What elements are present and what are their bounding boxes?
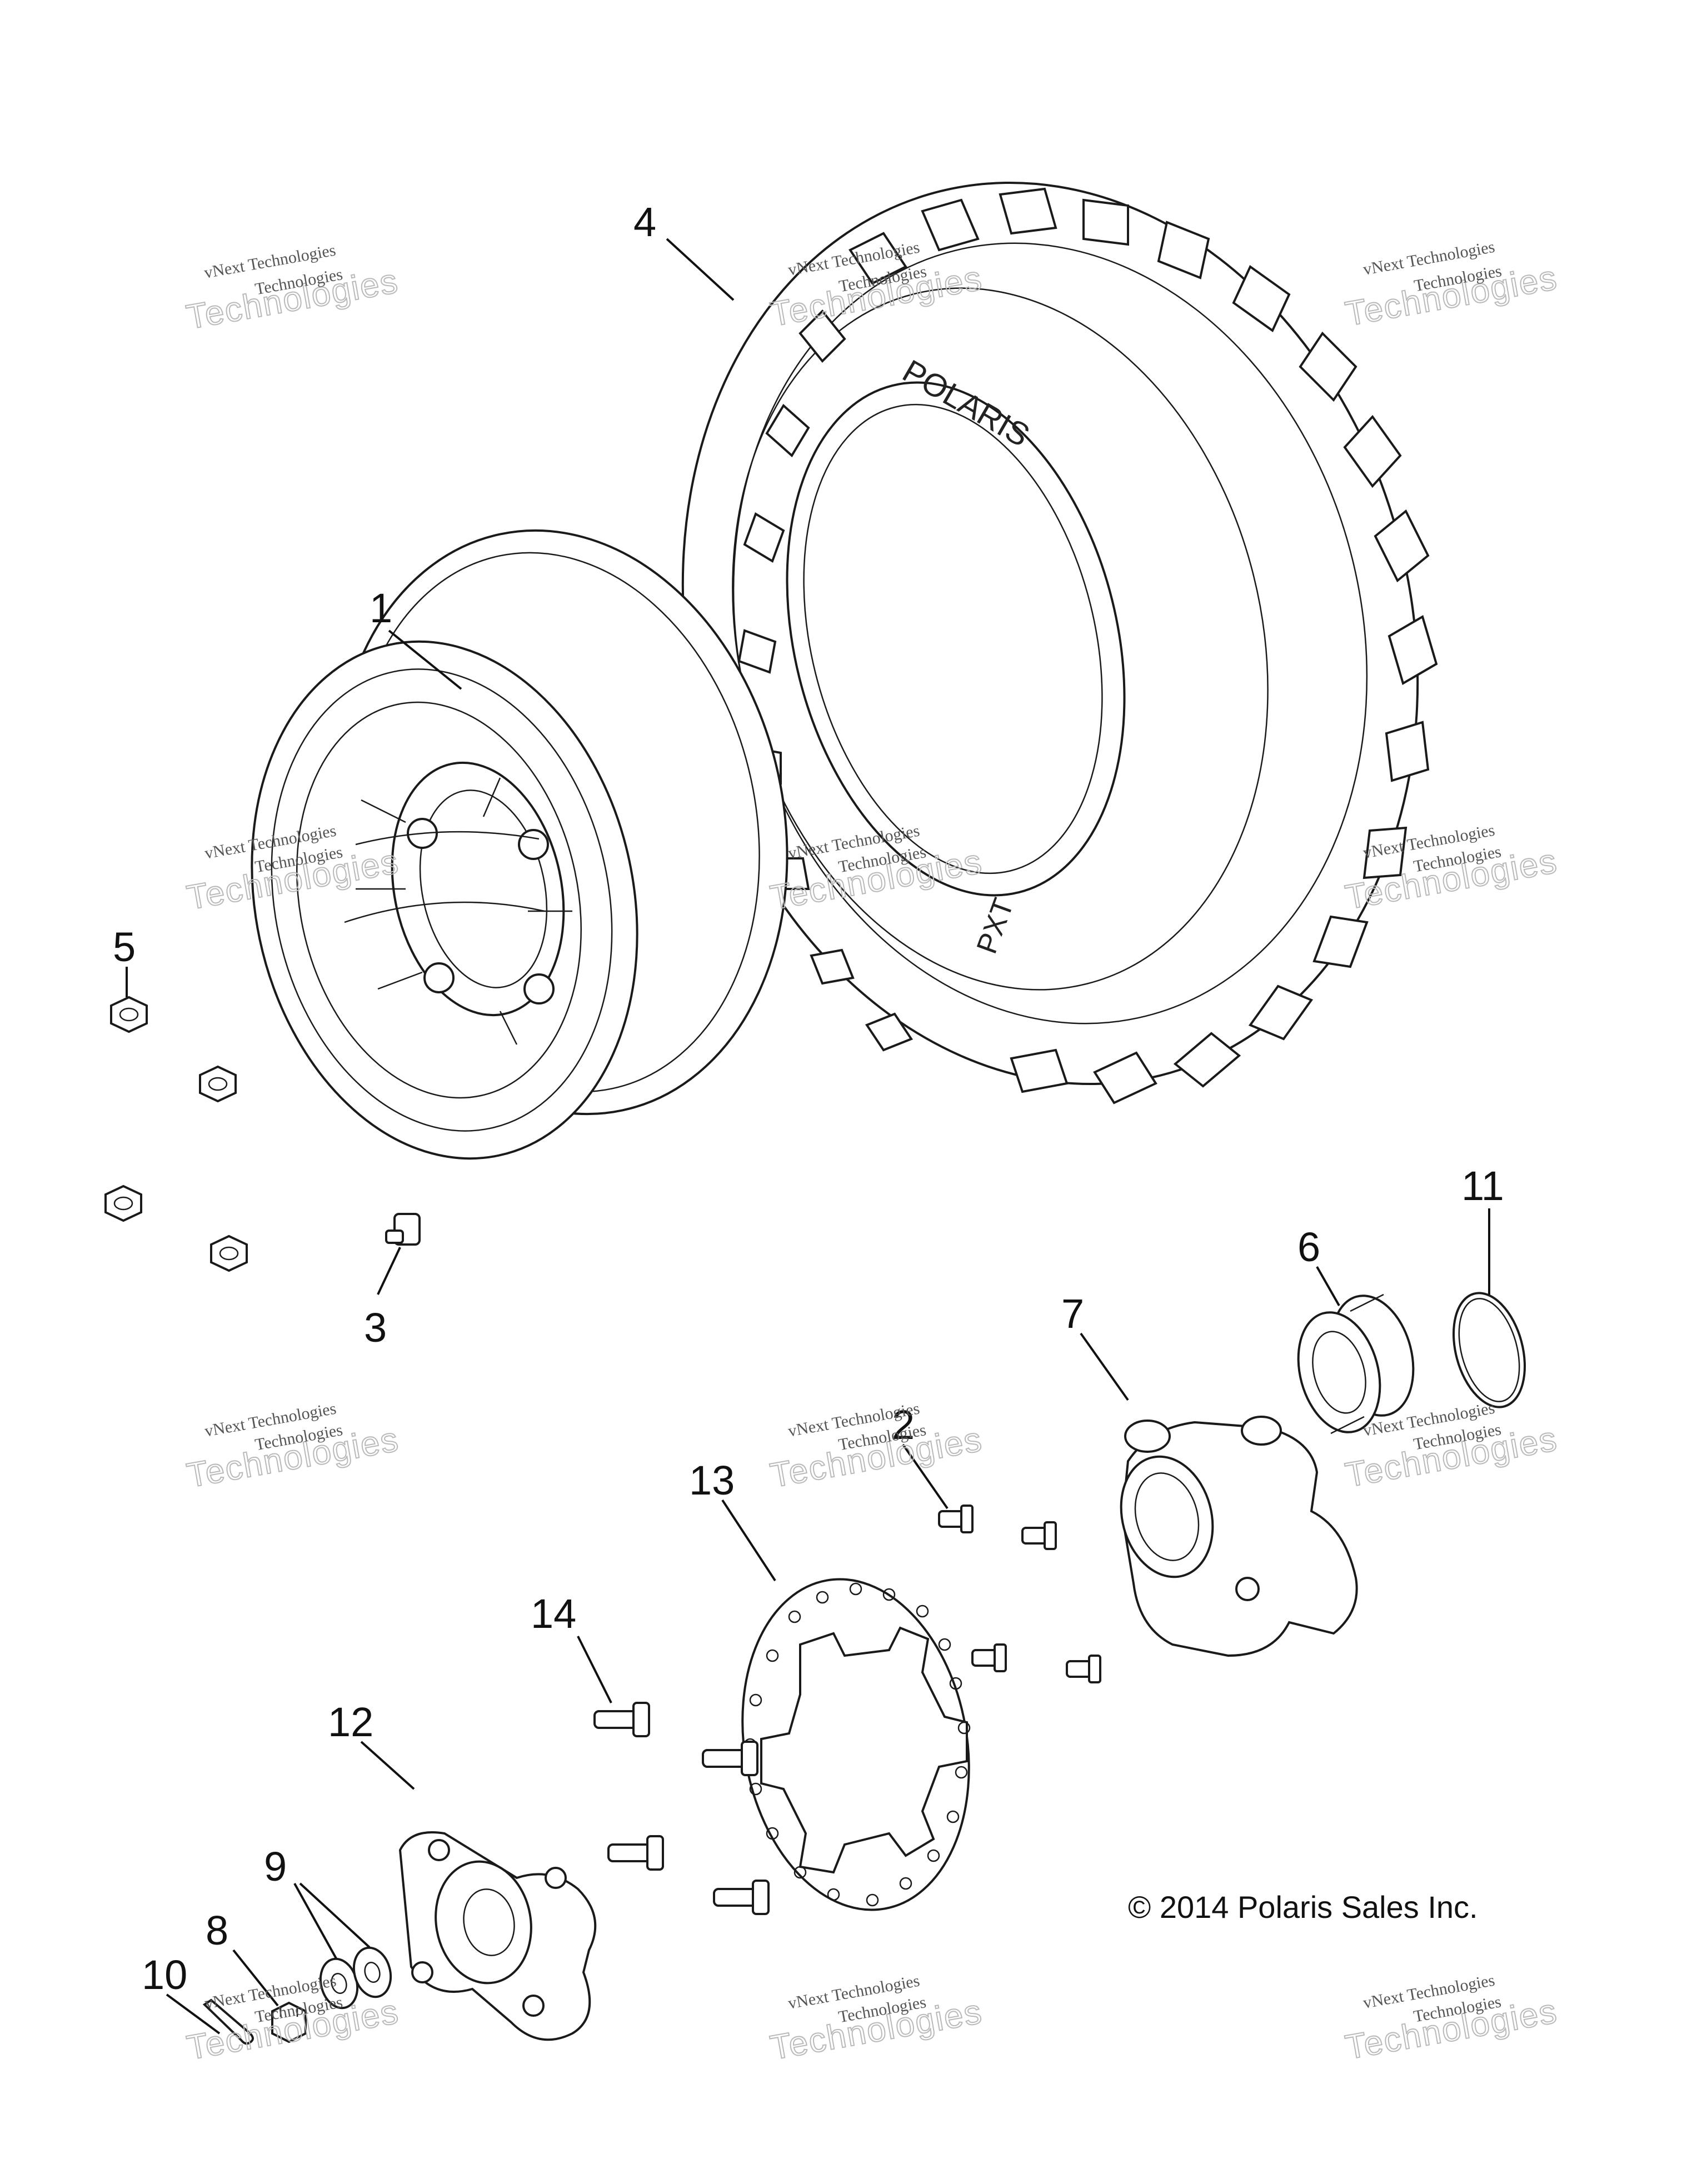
watermark: vNext Technologies Technologies Technolo… bbox=[183, 1400, 402, 1496]
stud bbox=[607, 1835, 664, 1871]
lug-nut bbox=[110, 996, 148, 1033]
copyright-notice: © 2014 Polaris Sales Inc. bbox=[1128, 1890, 1478, 1925]
wheel-studs bbox=[593, 1702, 770, 1915]
watermark: vNext Technologies Technologies Technolo… bbox=[183, 241, 402, 338]
retaining-ring bbox=[1452, 1292, 1526, 1408]
callout-8: 8 bbox=[206, 1907, 228, 1953]
cotter-pin bbox=[202, 1998, 254, 2045]
wheel-bearing bbox=[1297, 1293, 1415, 1435]
callout-12: 12 bbox=[328, 1699, 373, 1745]
bolt bbox=[1021, 1521, 1057, 1550]
callout-3: 3 bbox=[364, 1305, 387, 1351]
callout-4: 4 bbox=[633, 199, 656, 245]
brake-bolts bbox=[938, 1505, 1101, 1683]
callout-labels: 1 2 3 4 5 6 7 8 9 10 11 12 13 14 bbox=[113, 199, 1504, 1998]
lug-nuts bbox=[104, 996, 248, 1272]
bolt bbox=[1066, 1655, 1101, 1683]
lug-nut bbox=[199, 1065, 237, 1103]
leader-lines bbox=[126, 238, 1490, 2035]
callout-1: 1 bbox=[370, 585, 392, 631]
callout-5: 5 bbox=[113, 924, 136, 970]
bolt bbox=[971, 1643, 1007, 1672]
lug-nut bbox=[104, 1185, 142, 1222]
valve-stem bbox=[385, 1213, 421, 1246]
callout-11: 11 bbox=[1461, 1163, 1504, 1209]
callout-6: 6 bbox=[1297, 1224, 1320, 1270]
wheel-rim bbox=[251, 529, 788, 1160]
lug-nut bbox=[210, 1235, 248, 1272]
brake-disc-holes bbox=[743, 1582, 971, 1907]
callout-13: 13 bbox=[689, 1457, 735, 1503]
watermark: vNext Technologies Technologies Technolo… bbox=[1342, 238, 1561, 334]
castle-nut bbox=[271, 2001, 307, 2043]
watermark: vNext Technologies Technologies Technolo… bbox=[767, 1400, 986, 1496]
wheel-hub bbox=[398, 1831, 597, 2041]
callout-2: 2 bbox=[892, 1402, 915, 1448]
watermark: vNext Technologies Technologies Technolo… bbox=[1342, 1971, 1561, 2068]
washers bbox=[319, 1946, 392, 2010]
stud bbox=[713, 1880, 770, 1915]
callout-10: 10 bbox=[142, 1952, 187, 1998]
callout-7: 7 bbox=[1061, 1291, 1084, 1337]
tire-tread-lugs bbox=[737, 187, 1438, 1105]
callout-9: 9 bbox=[264, 1843, 287, 1890]
callout-14: 14 bbox=[531, 1591, 576, 1637]
watermark: vNext Technologies Technologies Technolo… bbox=[767, 1972, 986, 2068]
stud bbox=[702, 1741, 758, 1776]
steering-knuckle bbox=[1120, 1416, 1358, 1657]
stud bbox=[593, 1702, 650, 1737]
brake-disc bbox=[741, 1578, 971, 1911]
bolt bbox=[938, 1505, 974, 1533]
tire: POLARIS PXT bbox=[681, 181, 1438, 1105]
